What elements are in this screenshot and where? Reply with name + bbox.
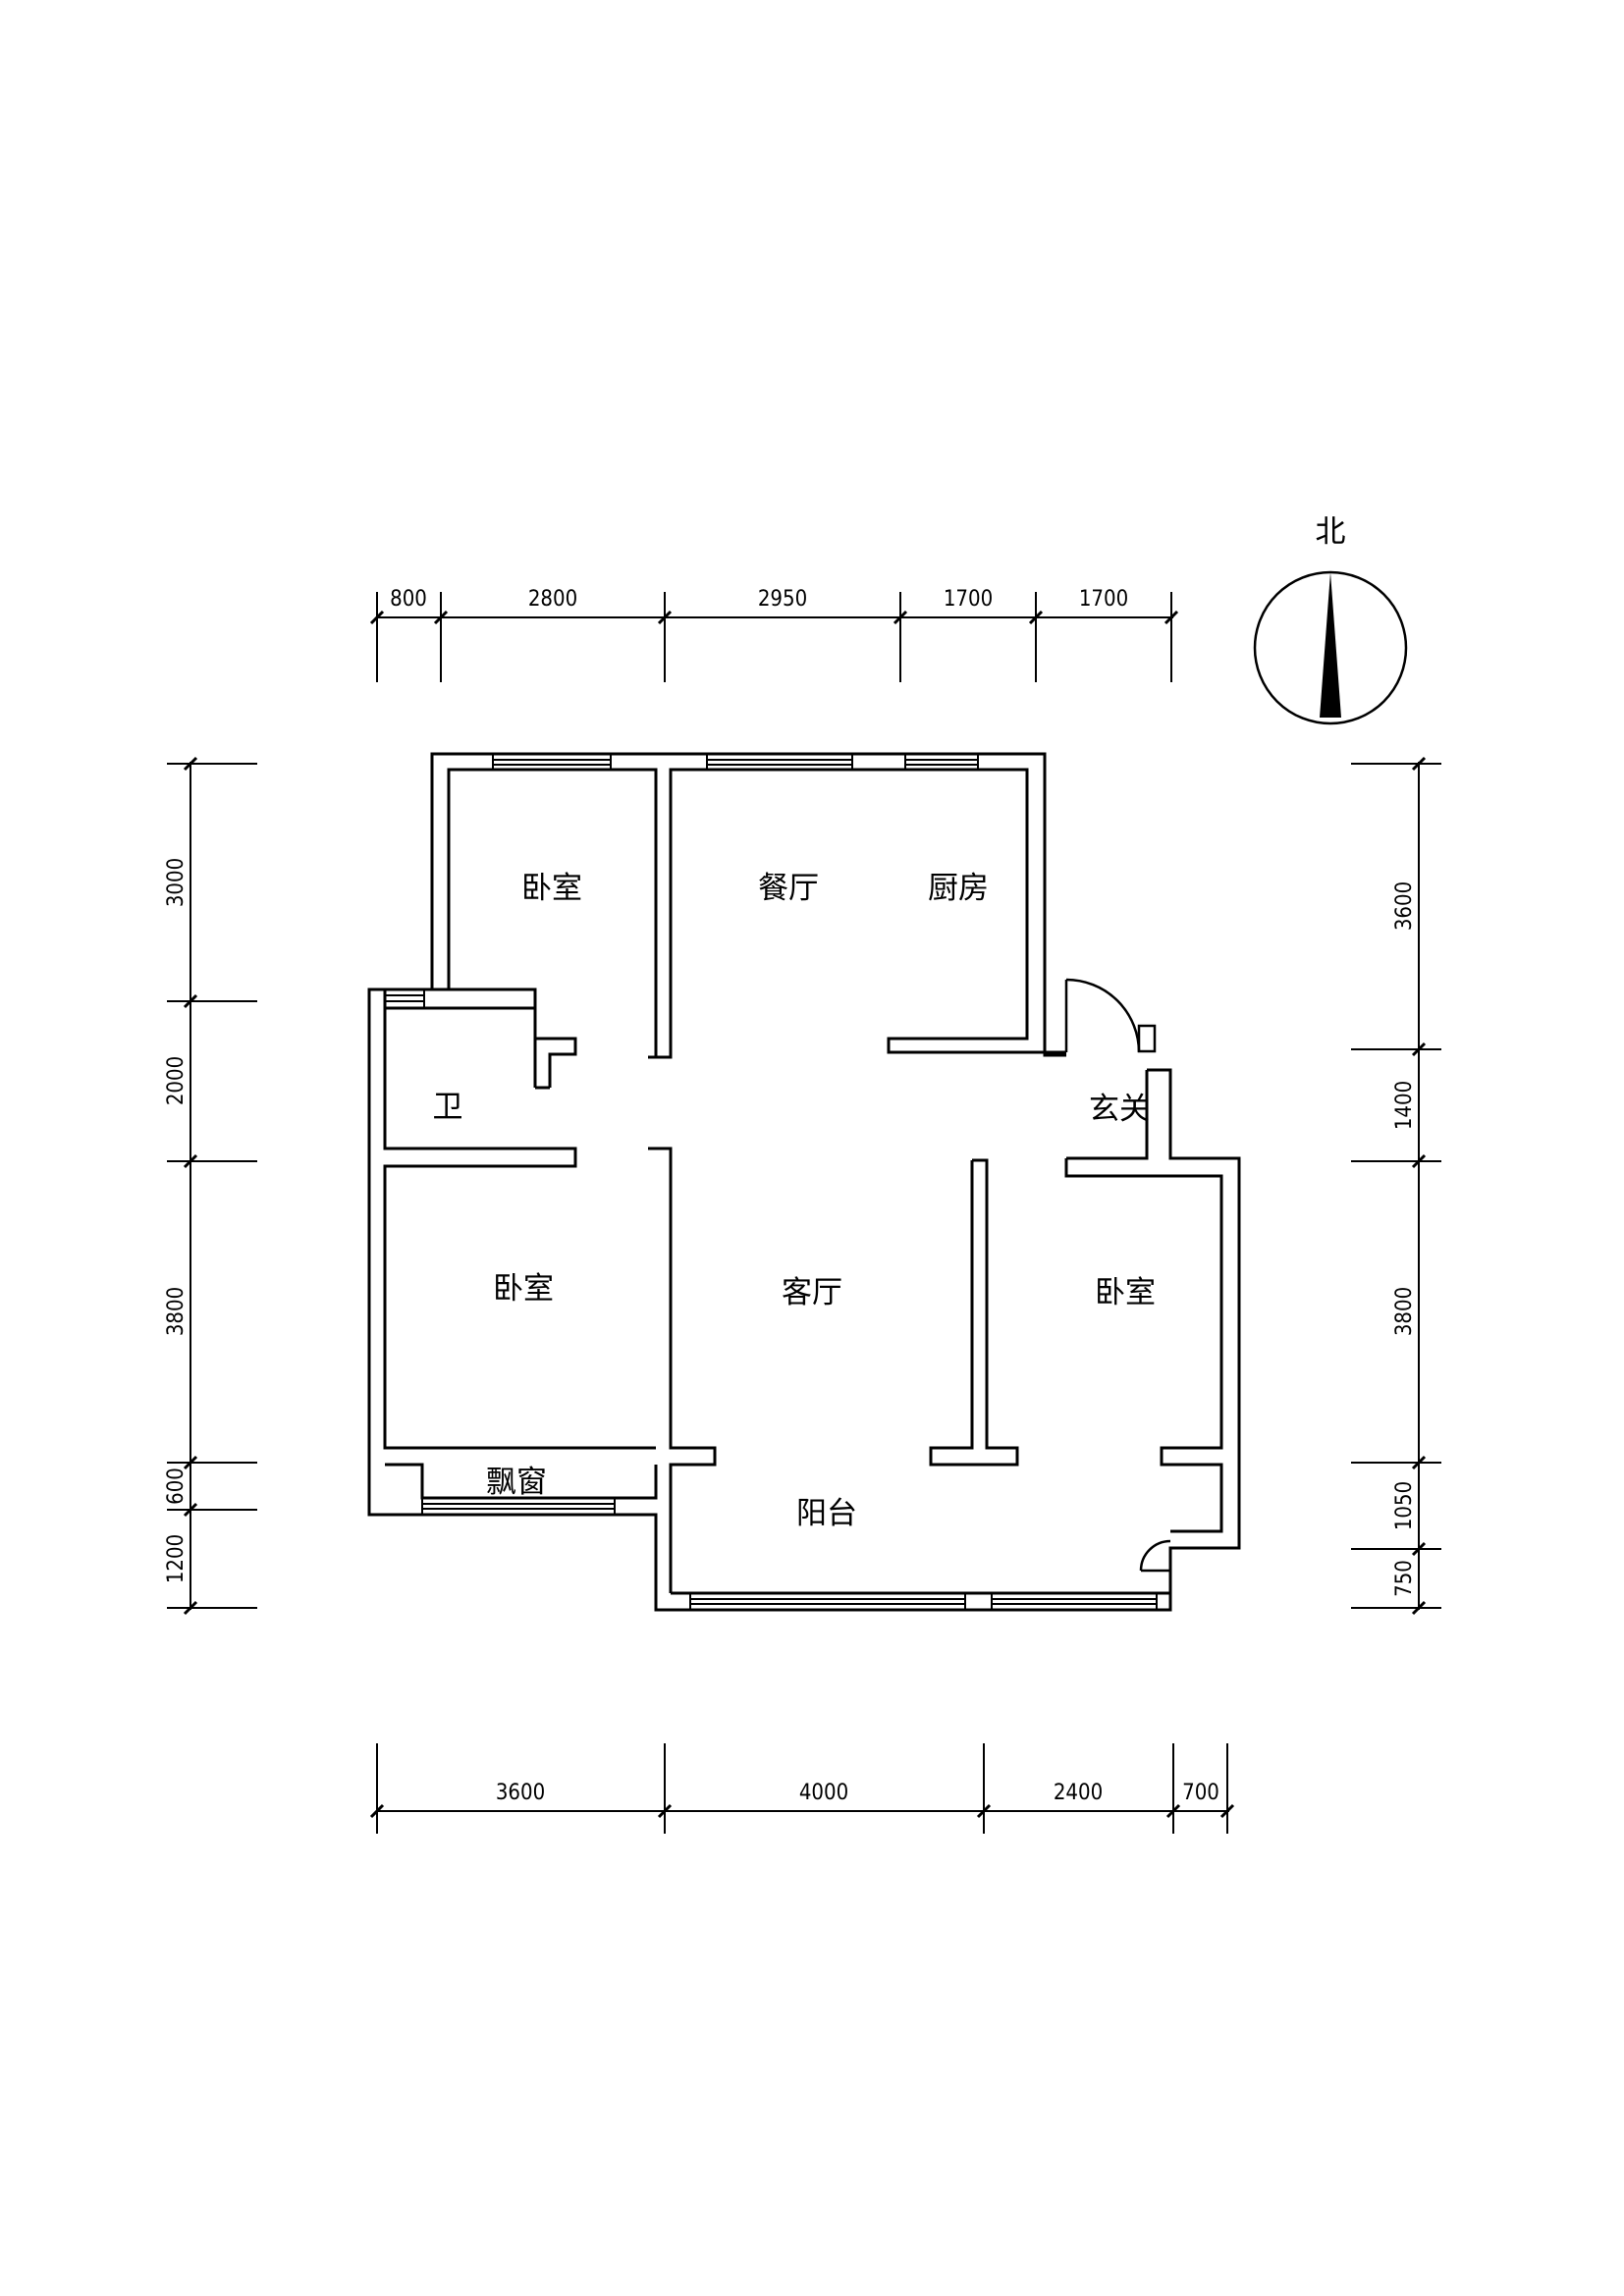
dim-right-5: 750 bbox=[1392, 1560, 1417, 1597]
room-label-bedroom-north: 卧室 bbox=[521, 871, 582, 906]
dimension-chain-bottom bbox=[369, 1743, 1235, 1834]
dim-left-3: 3800 bbox=[164, 1287, 189, 1336]
dim-right-3: 3800 bbox=[1392, 1287, 1417, 1336]
window-dining bbox=[706, 753, 853, 771]
window-bathroom bbox=[384, 988, 425, 1009]
compass: 北 bbox=[1253, 514, 1408, 725]
room-label-bay-window: 飘窗 bbox=[486, 1465, 547, 1500]
balcony-door-icon bbox=[1139, 1539, 1171, 1573]
room-label-bedroom-east: 卧室 bbox=[1095, 1275, 1156, 1310]
east-bedroom-partition bbox=[929, 1158, 1019, 1467]
windows bbox=[384, 753, 1158, 1611]
room-labels: 卧室 餐厅 厨房 卫 玄关 卧室 客厅 卧室 飘窗 阳台 bbox=[433, 871, 1157, 1531]
dim-left-1: 3000 bbox=[164, 858, 189, 907]
east-bedroom-wall bbox=[1064, 1158, 1223, 1533]
dim-right-1: 3600 bbox=[1392, 881, 1417, 931]
north-wall-inner bbox=[447, 768, 1066, 1059]
north-arrow-icon bbox=[1320, 572, 1341, 718]
window-balcony-west bbox=[689, 1592, 966, 1611]
doors bbox=[1064, 978, 1171, 1573]
window-north-bedroom bbox=[492, 753, 612, 771]
dim-top-3: 2950 bbox=[758, 587, 807, 612]
compass-label: 北 bbox=[1316, 514, 1346, 550]
window-balcony-east bbox=[991, 1592, 1158, 1611]
dim-top-5: 1700 bbox=[1079, 587, 1128, 612]
dim-left-5: 1200 bbox=[164, 1534, 189, 1583]
dimension-chain-left bbox=[167, 756, 257, 1616]
dim-top-1: 800 bbox=[390, 587, 427, 612]
room-label-dining: 餐厅 bbox=[758, 871, 819, 906]
dim-bottom-2: 4000 bbox=[799, 1781, 848, 1805]
dim-right-2: 1400 bbox=[1392, 1081, 1417, 1130]
window-kitchen bbox=[904, 753, 979, 771]
room-label-balcony: 阳台 bbox=[796, 1496, 857, 1531]
entry-wall bbox=[1066, 1070, 1149, 1160]
dim-top-2: 2800 bbox=[528, 587, 577, 612]
room-label-entry: 玄关 bbox=[1089, 1092, 1150, 1127]
dimension-chain-right bbox=[1351, 756, 1441, 1616]
bathroom-wall bbox=[432, 988, 577, 1088]
room-label-bedroom-west: 卧室 bbox=[493, 1271, 554, 1307]
entry-door-icon bbox=[1064, 978, 1157, 1053]
dim-right-4: 1050 bbox=[1392, 1481, 1417, 1530]
dim-bottom-3: 2400 bbox=[1054, 1781, 1103, 1805]
dim-left-2: 2000 bbox=[164, 1056, 189, 1105]
room-label-bathroom: 卫 bbox=[433, 1090, 463, 1125]
dim-top-4: 1700 bbox=[944, 587, 993, 612]
window-bay bbox=[421, 1497, 616, 1516]
living-west-wall bbox=[648, 1147, 717, 1593]
dim-bottom-1: 3600 bbox=[496, 1781, 545, 1805]
dim-bottom-4: 700 bbox=[1182, 1781, 1219, 1805]
bathroom-inner bbox=[383, 989, 656, 1450]
dimension-chain-top bbox=[369, 592, 1179, 682]
dim-left-4: 600 bbox=[164, 1468, 189, 1505]
room-label-living: 客厅 bbox=[782, 1275, 842, 1310]
room-label-kitchen: 厨房 bbox=[928, 871, 989, 906]
